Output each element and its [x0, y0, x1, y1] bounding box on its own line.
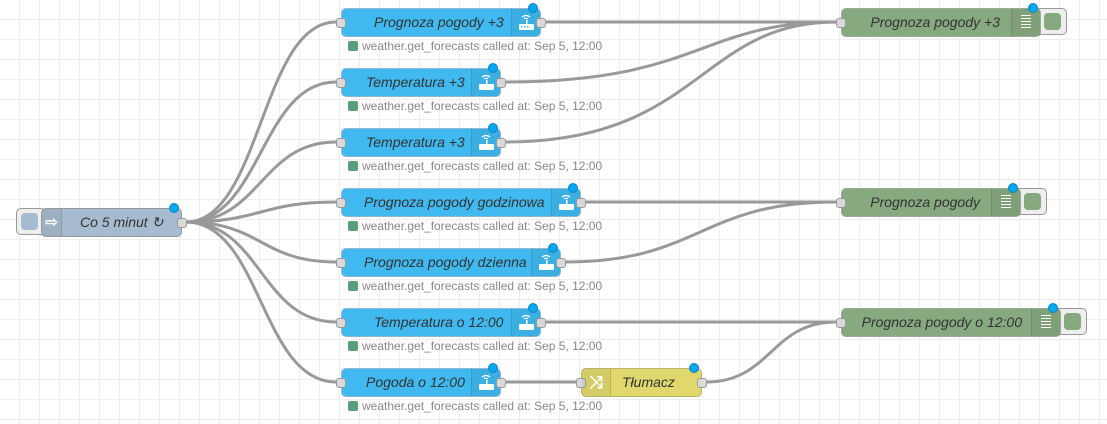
inject-node[interactable]: ⇨ Co 5 minut ↻: [16, 203, 187, 237]
router-icon: [551, 189, 580, 216]
status-icon: [348, 281, 358, 291]
changed-indicator: [568, 183, 578, 193]
call-service-node[interactable]: Prognoza pogody godzinowa: [336, 183, 586, 217]
router-icon: [531, 249, 560, 276]
wire[interactable]: [185, 20, 337, 224]
wire[interactable]: [504, 20, 837, 144]
shuffle-icon: ⤨: [582, 369, 611, 396]
output-port[interactable]: [697, 378, 707, 388]
wire[interactable]: [185, 220, 337, 264]
status-text: weather.get_forecasts called at: Sep 5, …: [362, 39, 603, 53]
router-icon: [471, 369, 500, 396]
debug-list-icon: [1011, 9, 1040, 36]
node-label: Prognoza pogody +3: [374, 14, 504, 30]
node-status: weather.get_forecasts called at: Sep 5, …: [348, 399, 602, 413]
router-icon: [511, 309, 540, 336]
changed-indicator: [488, 63, 498, 73]
router-icon: [471, 69, 500, 96]
status-icon: [348, 101, 358, 111]
node-label: Prognoza pogody dzienna: [364, 254, 527, 270]
call-service-node[interactable]: Temperatura +3: [336, 63, 506, 97]
status-icon: [348, 221, 358, 231]
wire[interactable]: [185, 200, 337, 224]
status-text: weather.get_forecasts called at: Sep 5, …: [362, 219, 603, 233]
router-icon: [471, 129, 500, 156]
input-port[interactable]: [836, 198, 846, 208]
node-label: Temperatura o 12:00: [374, 314, 504, 330]
node-status: weather.get_forecasts called at: Sep 5, …: [348, 159, 602, 173]
changed-indicator: [1028, 3, 1038, 13]
node-status: weather.get_forecasts called at: Sep 5, …: [348, 279, 602, 293]
wire[interactable]: [185, 220, 337, 384]
wire[interactable]: [564, 200, 837, 264]
wire[interactable]: [504, 20, 837, 84]
node-label: Temperatura +3: [366, 134, 465, 150]
changed-indicator: [488, 123, 498, 133]
node-status: weather.get_forecasts called at: Sep 5, …: [348, 99, 602, 113]
node-label: Prognoza pogody: [870, 194, 980, 210]
output-port[interactable]: [496, 78, 506, 88]
node-label: Prognoza pogody o 12:00: [861, 314, 1022, 330]
call-service-node[interactable]: Prognoza pogody +3: [336, 3, 546, 37]
input-port[interactable]: [336, 198, 346, 208]
inject-label: Co 5 minut ↻: [80, 214, 164, 230]
status-text: weather.get_forecasts called at: Sep 5, …: [362, 99, 603, 113]
node-label: Prognoza pogody +3: [870, 14, 1000, 30]
node-status: weather.get_forecasts called at: Sep 5, …: [348, 39, 602, 53]
output-port[interactable]: [556, 258, 566, 268]
status-text: weather.get_forecasts called at: Sep 5, …: [362, 279, 603, 293]
debug-list-icon: [991, 189, 1020, 216]
changed-indicator: [488, 363, 498, 373]
node-label: Pogoda o 12:00: [366, 374, 465, 390]
output-port[interactable]: [496, 378, 506, 388]
call-service-node[interactable]: Pogoda o 12:00: [336, 363, 506, 397]
wire[interactable]: [185, 80, 337, 224]
node-status: weather.get_forecasts called at: Sep 5, …: [348, 339, 602, 353]
output-port[interactable]: [177, 218, 187, 228]
status-text: weather.get_forecasts called at: Sep 5, …: [362, 399, 603, 413]
input-port[interactable]: [836, 18, 846, 28]
output-port[interactable]: [496, 138, 506, 148]
node-label: Prognoza pogody godzinowa: [364, 194, 545, 210]
wire[interactable]: [185, 140, 337, 224]
status-icon: [348, 401, 358, 411]
input-port[interactable]: [336, 18, 346, 28]
changed-indicator: [689, 363, 699, 373]
call-service-node[interactable]: Temperatura o 12:00: [336, 303, 546, 337]
wire[interactable]: [185, 220, 337, 324]
changed-indicator: [1048, 303, 1058, 313]
changed-indicator: [169, 203, 179, 213]
call-service-node[interactable]: Prognoza pogody dzienna: [336, 243, 566, 277]
changed-indicator: [528, 3, 538, 13]
input-port[interactable]: [836, 318, 846, 328]
input-port[interactable]: [336, 318, 346, 328]
input-port[interactable]: [336, 78, 346, 88]
wire[interactable]: [705, 320, 837, 384]
input-port[interactable]: [336, 258, 346, 268]
status-icon: [348, 161, 358, 171]
node-status: weather.get_forecasts called at: Sep 5, …: [348, 219, 602, 233]
input-port[interactable]: [576, 378, 586, 388]
changed-indicator: [548, 243, 558, 253]
output-port[interactable]: [536, 318, 546, 328]
node-label: Temperatura +3: [366, 74, 465, 90]
status-text: weather.get_forecasts called at: Sep 5, …: [362, 159, 603, 173]
output-port[interactable]: [576, 198, 586, 208]
call-service-node[interactable]: Temperatura +3: [336, 123, 506, 157]
debug-list-icon: [1031, 309, 1060, 336]
changed-indicator: [1008, 183, 1018, 193]
status-icon: [348, 41, 358, 51]
status-icon: [348, 341, 358, 351]
changed-indicator: [528, 303, 538, 313]
node-label: Tłumacz: [622, 374, 675, 390]
arrow-in-icon: ⇨: [42, 209, 62, 236]
input-port[interactable]: [336, 378, 346, 388]
output-port[interactable]: [536, 18, 546, 28]
function-node[interactable]: ⤨ Tłumacz: [576, 363, 707, 397]
router-icon: [511, 9, 540, 36]
input-port[interactable]: [336, 138, 346, 148]
status-text: weather.get_forecasts called at: Sep 5, …: [362, 339, 603, 353]
